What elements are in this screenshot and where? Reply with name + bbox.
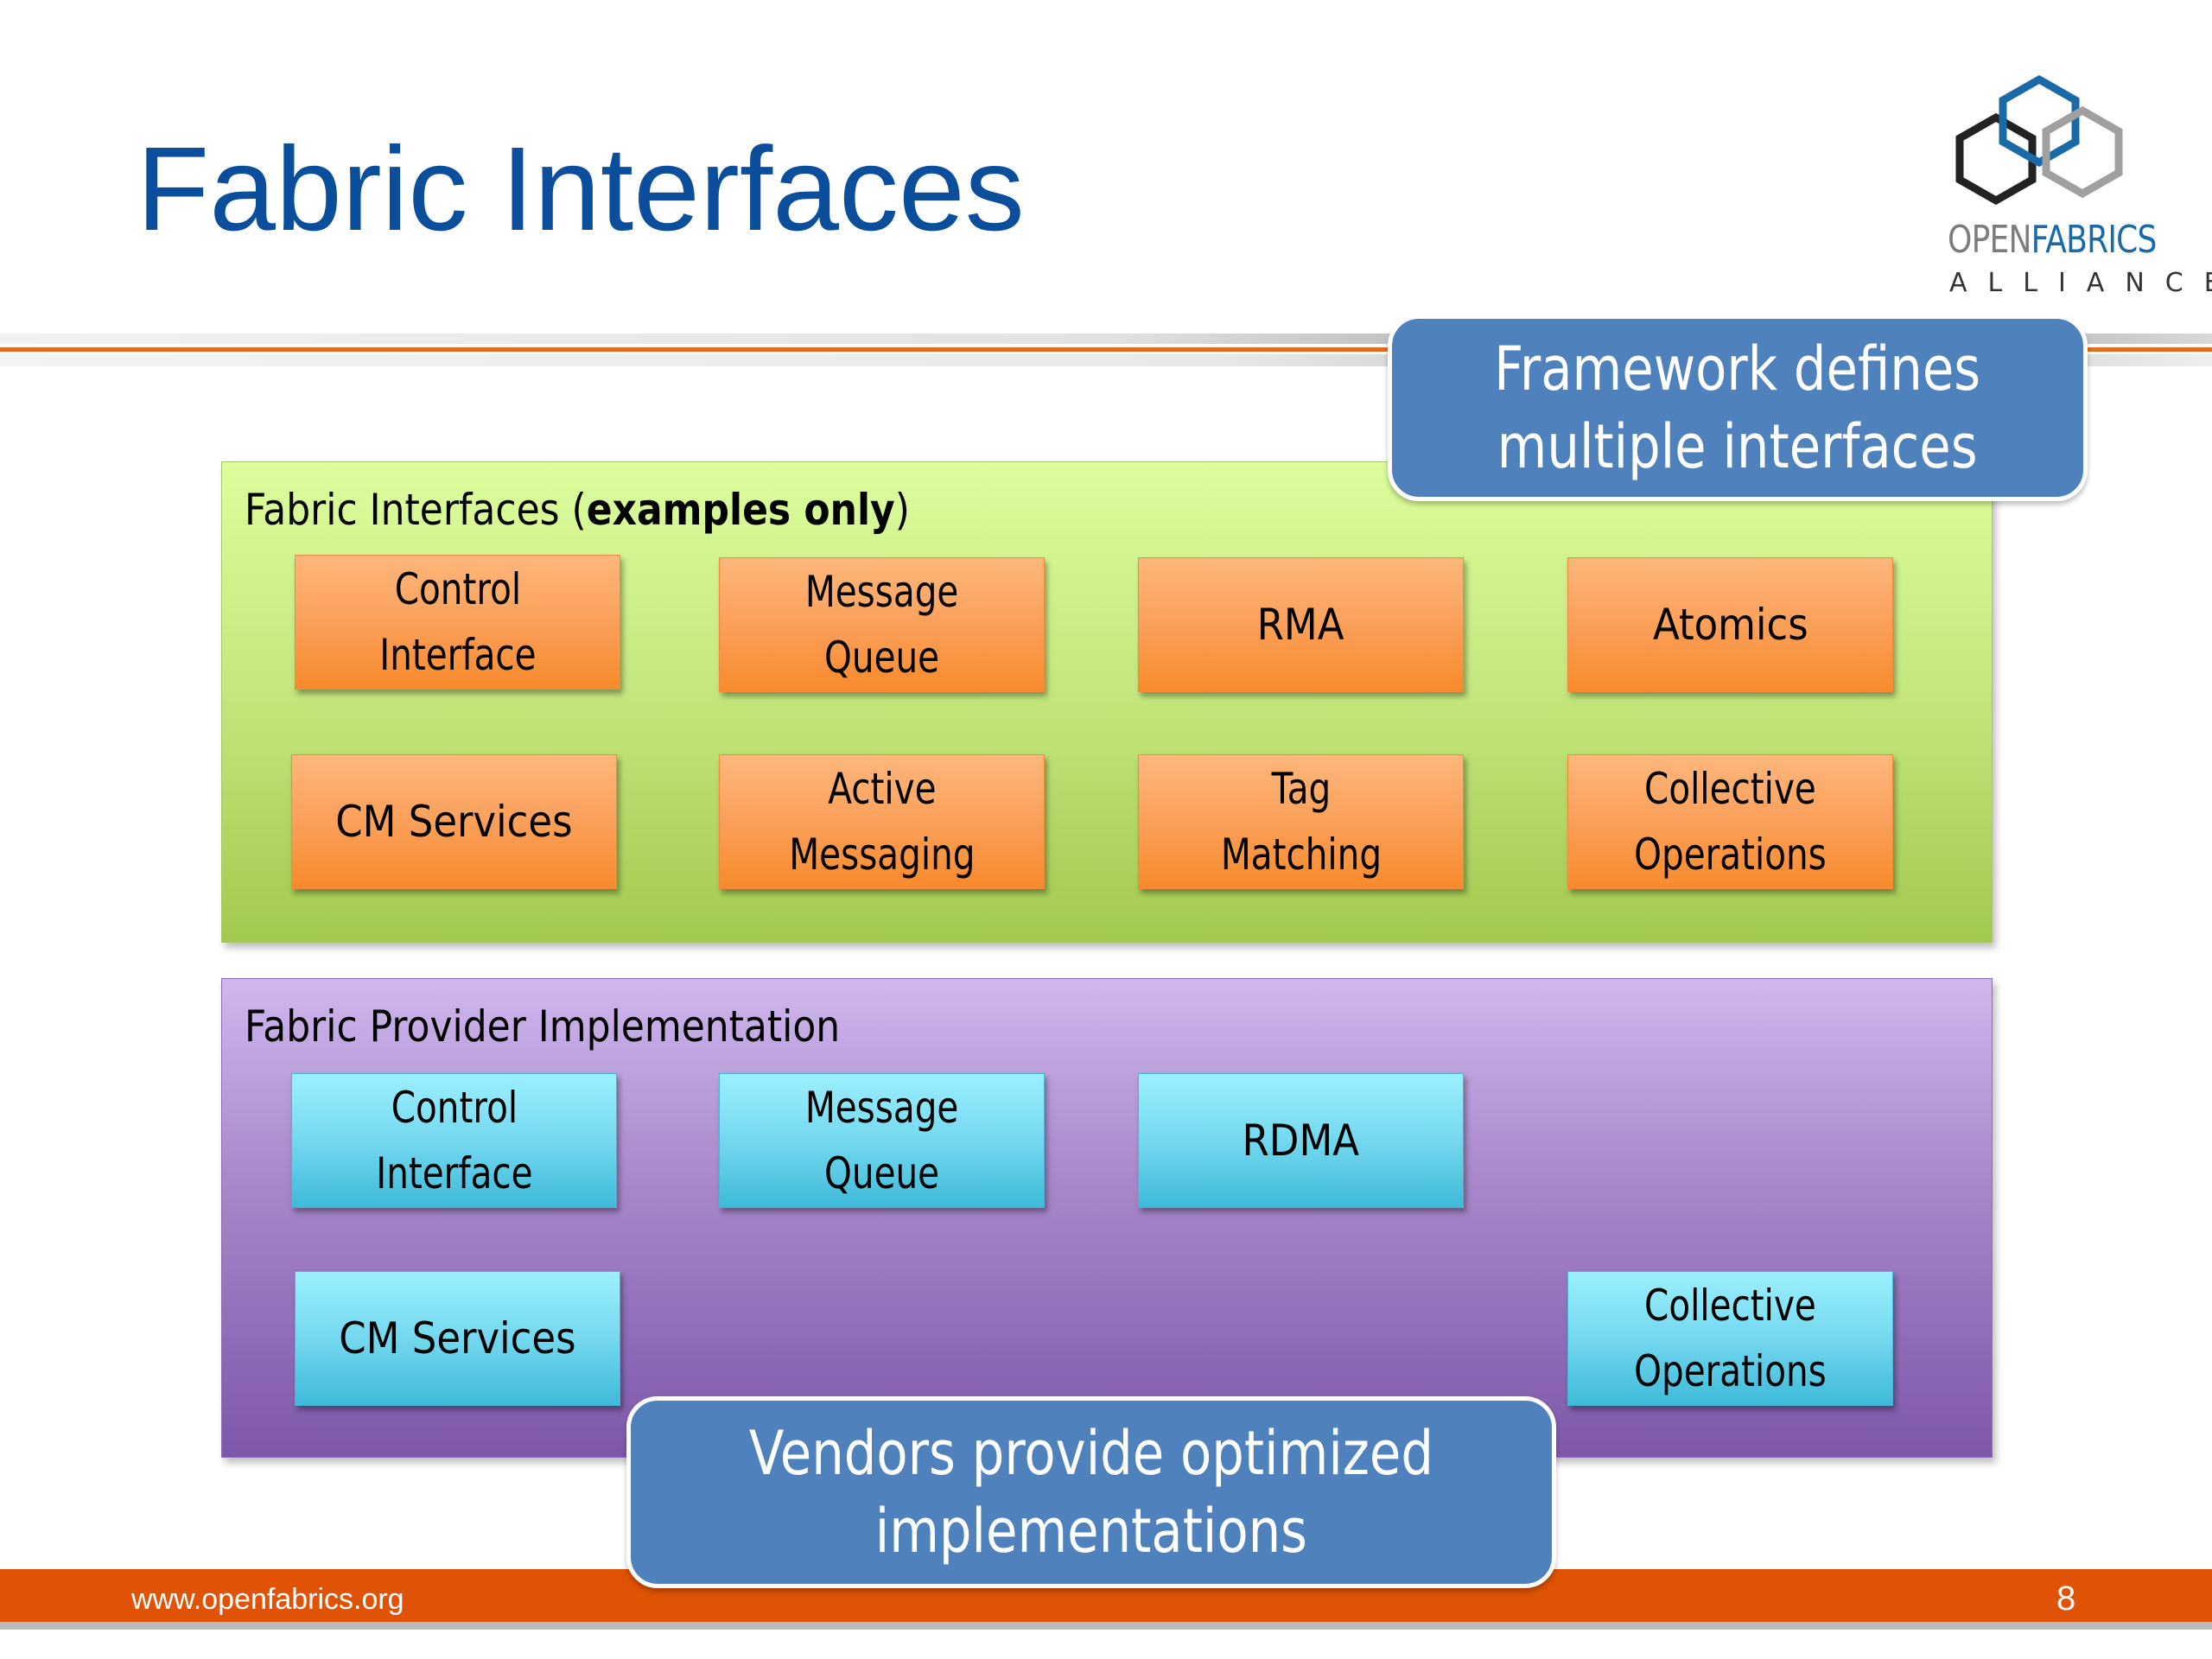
page-number: 8	[2056, 1580, 2076, 1618]
slide-title: Fabric Interfaces	[137, 123, 1025, 256]
provider-box-cm-services: CM Services	[295, 1271, 620, 1406]
openfabrics-logo-icon	[1955, 74, 2123, 206]
logo-hexagon-black	[1955, 112, 2037, 206]
interface-box-cm-services: CM Services	[291, 754, 617, 889]
logo-subtitle: ALLIANCE	[1949, 268, 2212, 298]
footer-url[interactable]: www.openfabrics.org	[131, 1583, 404, 1616]
interface-box-rma: RMA	[1138, 557, 1464, 692]
panel-label: Fabric Provider Implementation	[245, 1001, 841, 1052]
logo-wordmark: OPENFABRICS	[1948, 218, 2157, 262]
logo-hexagon-gray	[2042, 105, 2123, 199]
footer-divider	[0, 1622, 2212, 1630]
fabric-interfaces-panel: Fabric Interfaces (examples only) Contro…	[221, 461, 1993, 943]
interface-box-atomics: Atomics	[1567, 557, 1893, 692]
panel-label: Fabric Interfaces (examples only)	[245, 485, 910, 535]
logo-hexagon-blue	[1999, 74, 2080, 168]
provider-box-rdma: RDMA	[1138, 1073, 1464, 1208]
